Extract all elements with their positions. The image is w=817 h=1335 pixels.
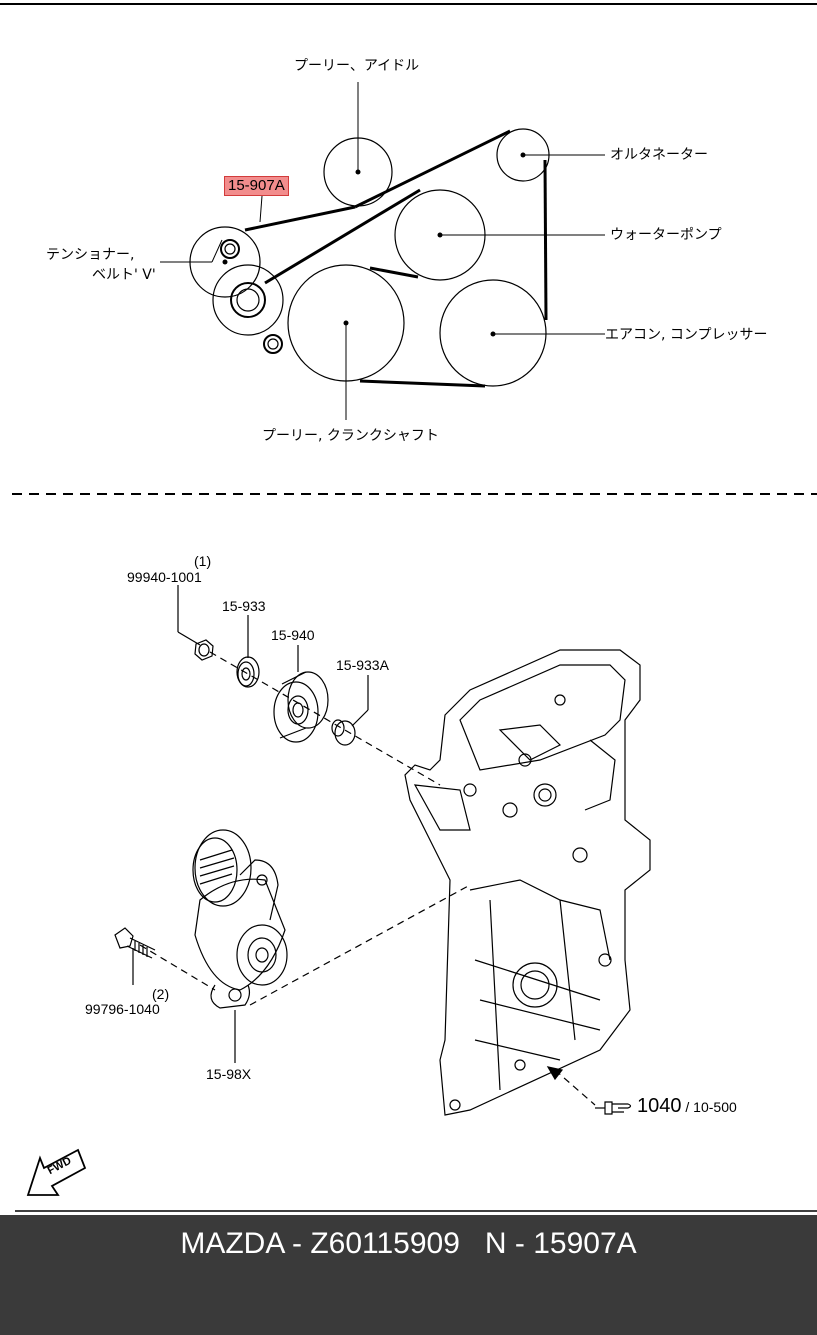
leader-lines <box>160 82 605 420</box>
fwd-arrow-icon <box>26 1148 87 1196</box>
belt-v-label: ベルト' V' <box>92 267 156 283</box>
bolt-part <box>114 927 156 959</box>
exploded-view <box>26 585 651 1196</box>
ac-compressor-label: エアコン, コンプレッサー <box>605 327 768 343</box>
reference-pointer-icon <box>604 1101 632 1115</box>
pulley-part-number[interactable]: 15-940 <box>271 627 315 643</box>
center-dots <box>222 152 526 337</box>
tensioner-assembly <box>192 829 288 1009</box>
nut-part <box>194 639 214 661</box>
nut-qty-label: (1) <box>194 553 212 569</box>
seal-part <box>236 656 260 688</box>
reference-sub: / 10-500 <box>685 1099 737 1115</box>
belt-v <box>244 129 548 388</box>
spacer-part-number[interactable]: 15-933A <box>336 657 389 673</box>
spacer-part <box>331 719 356 746</box>
tensioner-label: テンショナー, <box>46 247 135 263</box>
reference-main: 1040 <box>637 1095 682 1117</box>
seal-part-number[interactable]: 15-933 <box>222 598 266 614</box>
engine-front-cover <box>404 649 651 1116</box>
highlighted-part-number[interactable]: 15-907A <box>224 176 289 196</box>
bolt-part-number[interactable]: 99796-1040 <box>85 1001 160 1017</box>
reference-link[interactable]: 1040 / 10-500 <box>637 1095 737 1117</box>
bolt-qty-label: (2) <box>152 986 170 1002</box>
idler-pulley-part <box>273 671 329 743</box>
alternator-label: オルタネーター <box>610 147 708 163</box>
crankshaft-pulley-label: プーリー, クランクシャフト <box>262 428 439 444</box>
parts-diagram <box>0 3 817 1212</box>
water-pump-label: ウォーターポンプ <box>610 227 722 243</box>
ac-compressor-circle <box>439 279 547 387</box>
footer-bar <box>0 1215 817 1335</box>
footer-part-info: MAZDA - Z60115909 N - 15907A <box>180 1227 637 1260</box>
tensioner-part-number[interactable]: 15-98X <box>206 1066 252 1082</box>
nut-part-number[interactable]: 99940-1001 <box>127 569 202 585</box>
belt-layout <box>189 128 550 387</box>
tensioner-pulley-circle <box>212 264 284 336</box>
idler-pulley-label: プーリー、アイドル <box>294 58 420 74</box>
